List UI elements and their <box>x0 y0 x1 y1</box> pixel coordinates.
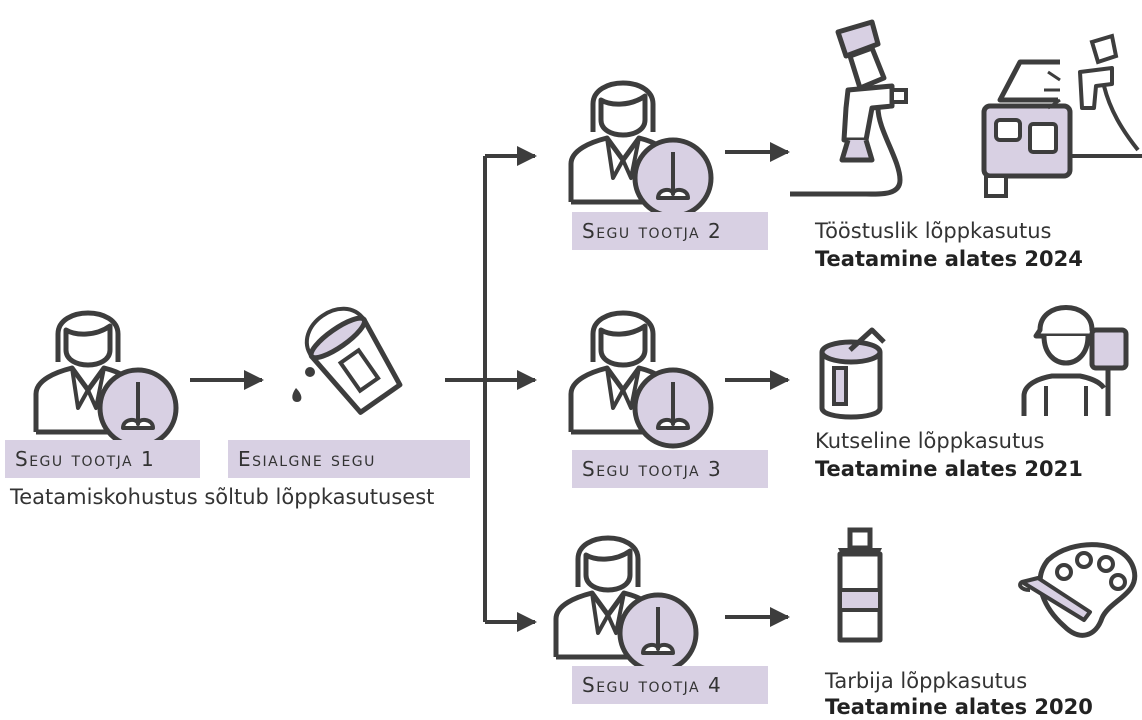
consumer-use-label: Tarbija lõppkasutus <box>825 669 1028 693</box>
producer-person-icon <box>571 313 711 446</box>
producer-3-tag: Segu tootja 3 <box>572 450 768 488</box>
industrial-notice-label: Teatamine alates 2024 <box>815 247 1083 271</box>
paint-drop-icon <box>292 388 302 402</box>
consumer-notice-label: Teatamine alates 2020 <box>825 695 1093 719</box>
painter-worker-icon <box>1021 305 1129 416</box>
paint-can-icon <box>819 327 886 420</box>
car-painting-icon <box>981 33 1142 198</box>
professional-notice-label: Teatamine alates 2021 <box>815 457 1083 481</box>
industrial-use-label: Tööstuslik lõppkasutus <box>815 219 1052 243</box>
spray-gun-icon <box>790 19 908 197</box>
producer-2-tag: Segu tootja 2 <box>572 212 768 250</box>
initial-mixture-tag: Esialgne segu <box>228 440 470 478</box>
producer-person-icon <box>556 538 696 671</box>
producer-person-icon <box>36 313 176 446</box>
paint-bucket-icon <box>304 306 403 415</box>
palette-icon <box>1018 542 1138 638</box>
paint-drop-icon <box>305 367 315 377</box>
producer-person-icon <box>571 83 711 216</box>
obligation-caption: Teatamiskohustus sõltub lõppkasutusest <box>10 485 435 509</box>
producer-1-tag: Segu tootja 1 <box>5 440 200 478</box>
paint-tube-icon <box>837 527 883 643</box>
producer-4-tag: Segu tootja 4 <box>572 666 768 704</box>
professional-use-label: Kutseline lõppkasutus <box>815 429 1045 453</box>
